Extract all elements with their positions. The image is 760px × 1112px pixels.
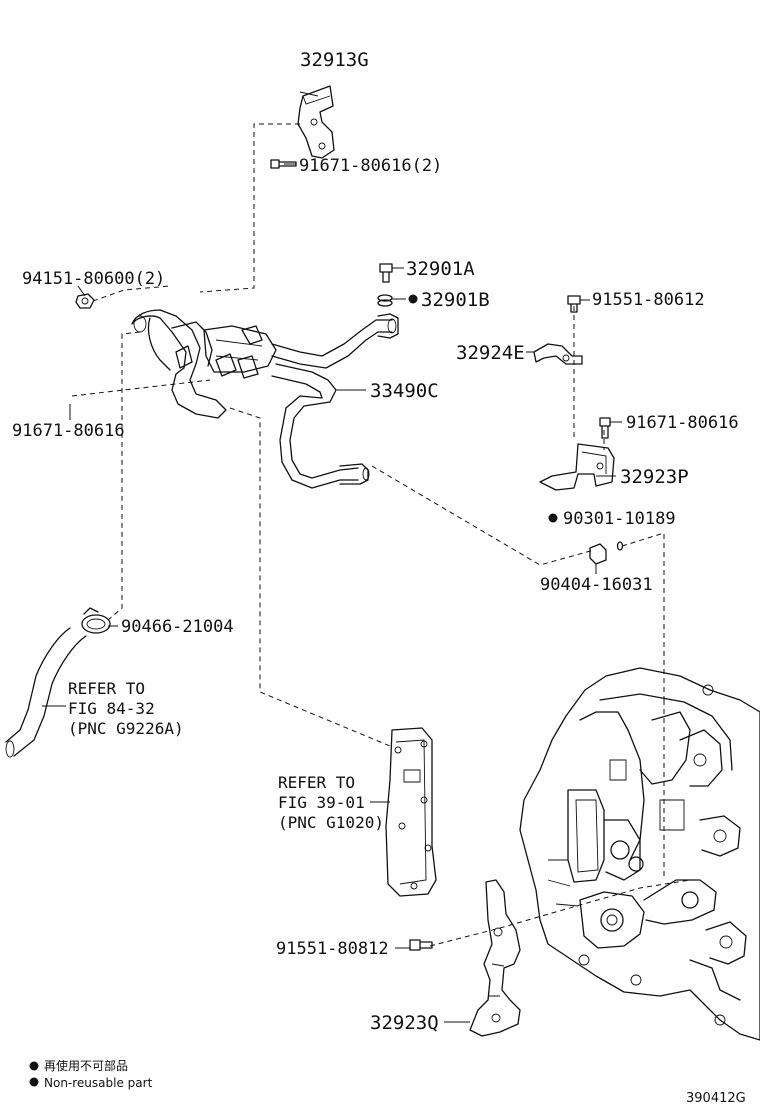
ref-left-line1: REFER TO bbox=[68, 679, 145, 698]
bracket-32923p bbox=[539, 443, 615, 491]
legend-dot-en bbox=[29, 1077, 39, 1087]
label-leader-lines bbox=[42, 91, 622, 1023]
label-33490c: 33490C bbox=[370, 380, 439, 402]
cover-refer-fig-39-01 bbox=[385, 727, 437, 897]
bolt-32901a bbox=[379, 263, 393, 283]
gasket-32901b bbox=[377, 294, 393, 307]
nut-94151-80600 bbox=[75, 293, 95, 309]
bracket-32913g bbox=[297, 85, 335, 159]
figure-number: 390412G bbox=[686, 1091, 746, 1106]
legend-text-jp: 再使用不可部品 bbox=[44, 1058, 128, 1073]
non-reusable-dot-90301 bbox=[548, 513, 558, 523]
legend-dot-jp bbox=[29, 1061, 39, 1071]
label-91671-80616-left: 91671-80616 bbox=[12, 421, 125, 441]
hose-refer-fig-84-32 bbox=[5, 627, 87, 758]
ref-center-line2: FIG 39-01 bbox=[278, 793, 365, 812]
label-90301-10189: 90301-10189 bbox=[563, 509, 676, 529]
label-32901a: 32901A bbox=[406, 258, 475, 280]
legend: 再使用不可部品 Non-reusable part bbox=[29, 1058, 153, 1090]
bracket-32923q bbox=[469, 879, 521, 1037]
dashed-assembly-lines bbox=[71, 123, 691, 947]
label-32923p: 32923P bbox=[620, 466, 689, 488]
ref-left-line2: FIG 84-32 bbox=[68, 699, 155, 718]
transmission-housing bbox=[519, 667, 760, 1041]
clamp-32924e bbox=[533, 343, 583, 365]
ref-center-line3: (PNC G1020) bbox=[278, 813, 384, 832]
ref-center-line1: REFER TO bbox=[278, 773, 355, 792]
non-reusable-dot-32901b bbox=[408, 294, 418, 304]
label-32923q: 32923Q bbox=[370, 1012, 439, 1034]
clamp-90466-21004 bbox=[81, 607, 111, 634]
bolt-91551-80812 bbox=[409, 939, 433, 951]
label-32913g: 32913G bbox=[300, 49, 369, 71]
label-90466-21004: 90466-21004 bbox=[121, 617, 234, 637]
label-90404-16031: 90404-16031 bbox=[540, 575, 653, 595]
label-94151-80600-2: 94151-80600(2) bbox=[22, 269, 165, 289]
bolt-91551-80612 bbox=[567, 295, 581, 313]
label-91551-80812: 91551-80812 bbox=[276, 939, 389, 959]
plug-90404-16031 bbox=[589, 543, 607, 565]
ref-left-line3: (PNC G9226A) bbox=[68, 719, 184, 738]
label-91671-80616-2: 91671-80616(2) bbox=[299, 156, 442, 176]
bolt-91671-80616-right bbox=[599, 417, 611, 439]
label-32924e: 32924E bbox=[456, 342, 525, 364]
label-91671-80616-right: 91671-80616 bbox=[626, 413, 739, 433]
legend-text-en: Non-reusable part bbox=[44, 1076, 153, 1090]
label-32901b: 32901B bbox=[421, 289, 490, 311]
label-91551-80612: 91551-80612 bbox=[592, 290, 705, 310]
hose-assembly bbox=[131, 309, 399, 489]
o-ring-90301-10189 bbox=[616, 541, 624, 551]
